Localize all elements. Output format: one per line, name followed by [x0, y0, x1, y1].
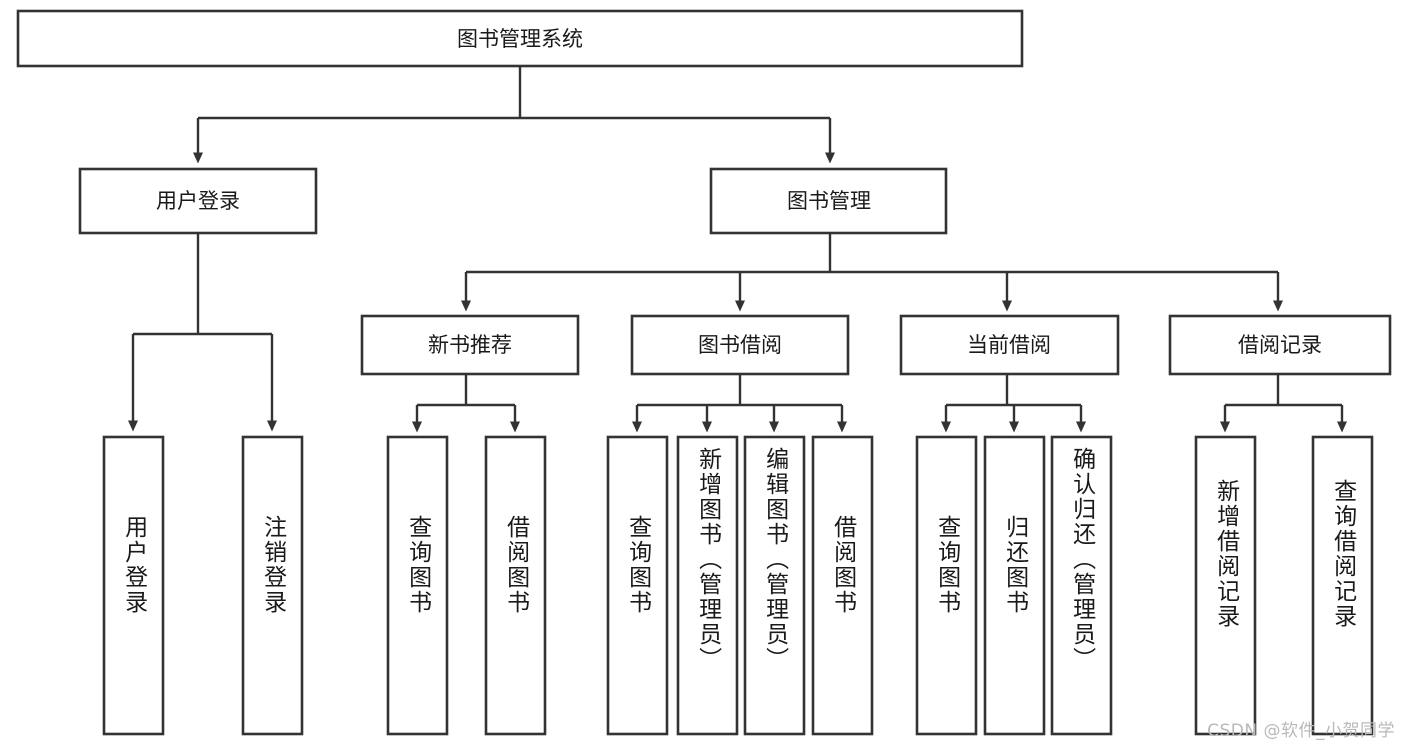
leaf-box-confirm-return[interactable]	[1050, 435, 1113, 736]
node-current-borrow[interactable]: 当前借阅	[899, 314, 1120, 376]
leaf-box-query-book-1[interactable]	[386, 435, 449, 736]
node-current-borrow-label: 当前借阅	[967, 333, 1051, 357]
watermark: CSDN @软件_小贺同学	[1207, 721, 1395, 741]
node-new-book-rec-label: 新书推荐	[428, 333, 512, 357]
node-book-manage-label: 图书管理	[787, 189, 871, 213]
node-borrow-record[interactable]: 借阅记录	[1168, 314, 1392, 376]
node-user-login[interactable]: 用户登录	[78, 167, 318, 235]
node-root-box[interactable]	[16, 9, 1024, 68]
node-user-login-label: 用户登录	[156, 189, 240, 213]
node-user-login-box[interactable]	[78, 167, 318, 235]
node-new-book-rec-box[interactable]	[360, 314, 580, 376]
leaf-box-user-login[interactable]	[102, 435, 165, 736]
node-borrow-record-box[interactable]	[1168, 314, 1392, 376]
leaf-box-query-book-3[interactable]	[915, 435, 978, 736]
connector-group	[128, 66, 1347, 433]
node-borrow-record-label: 借阅记录	[1238, 333, 1322, 357]
node-book-borrow-label: 图书借阅	[698, 333, 782, 357]
node-new-book-rec[interactable]: 新书推荐	[360, 314, 580, 376]
leaf-box-borrow-book-2[interactable]	[811, 435, 874, 736]
node-book-manage[interactable]: 图书管理	[709, 167, 948, 235]
leaf-box-return-book[interactable]	[983, 435, 1046, 736]
leaf-box-borrow-book-1[interactable]	[484, 435, 547, 736]
leaf-box-query-book-2[interactable]	[606, 435, 669, 736]
leaf-box-query-record[interactable]	[1311, 435, 1374, 736]
node-root-label: 图书管理系统	[457, 27, 583, 51]
node-book-borrow[interactable]: 图书借阅	[630, 314, 850, 376]
node-book-borrow-box[interactable]	[630, 314, 850, 376]
node-book-manage-box[interactable]	[709, 167, 948, 235]
leaf-box-add-book[interactable]	[676, 435, 739, 736]
leaf-box-group	[102, 435, 1374, 736]
leaf-box-edit-book[interactable]	[743, 435, 806, 736]
leaf-box-add-record[interactable]	[1194, 435, 1257, 736]
node-current-borrow-box[interactable]	[899, 314, 1120, 376]
leaf-box-user-logout[interactable]	[241, 435, 304, 736]
node-root[interactable]: 图书管理系统	[16, 9, 1024, 68]
